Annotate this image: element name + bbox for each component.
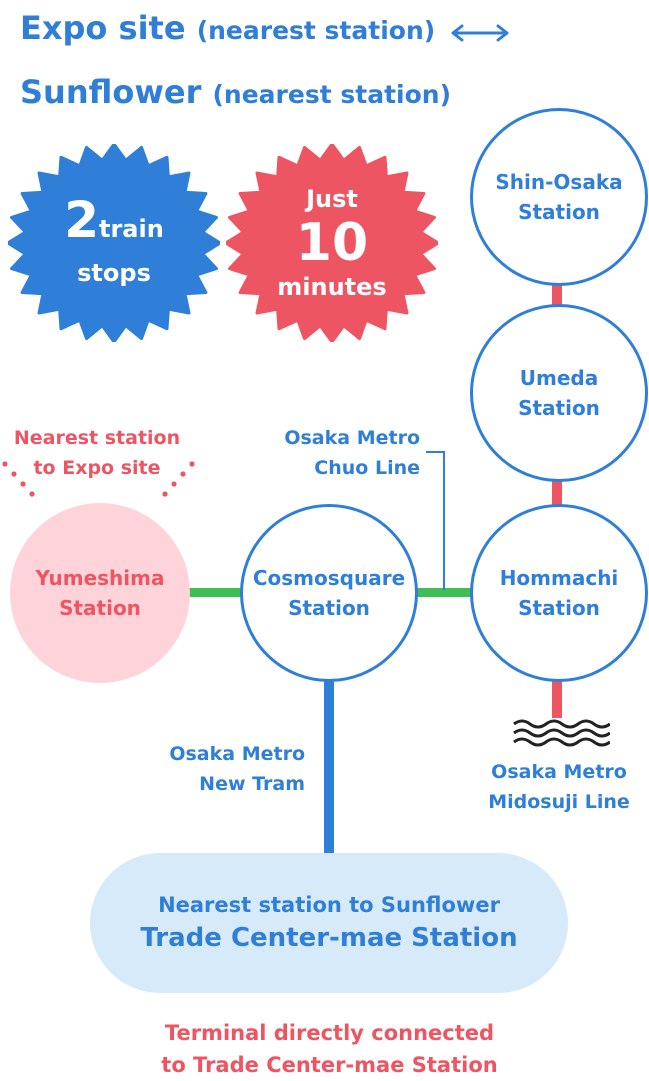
title-sunflower: Sunflower (nearest station): [20, 72, 451, 115]
title-expo-sub: (nearest station): [196, 16, 436, 45]
midosuji-line-label-1: Osaka Metro: [491, 761, 627, 783]
train-stops-number: 2: [64, 191, 99, 249]
cosmosquare-label-1: Cosmosquare: [252, 566, 406, 590]
train-stops-badge: 2train stops: [8, 144, 220, 342]
shin-osaka-label-2: Station: [518, 200, 600, 224]
new-tram-label: Osaka Metro New Tram: [150, 739, 305, 799]
double-arrow-icon: [451, 24, 509, 42]
ten-minutes-text: Just 10 minutes: [277, 183, 386, 303]
midosuji-line-label: Osaka Metro Midosuji Line: [474, 757, 644, 817]
ten-minutes-minutes: minutes: [277, 273, 387, 301]
terminal-note-line2: to Trade Center-mae Station: [161, 1053, 498, 1077]
terminal-subtitle: Nearest station to Sunflower: [158, 893, 500, 917]
trade-center-mae-station: Nearest station to Sunflower Trade Cente…: [90, 853, 568, 993]
blue-starburst-shape: [8, 144, 220, 342]
new-tram-label-2: New Tram: [199, 773, 305, 795]
yumeshima-label-2: Station: [59, 596, 141, 620]
terminal-note-line1: Terminal directly connected: [164, 1021, 495, 1045]
title-sunflower-sub: (nearest station): [212, 80, 452, 109]
chuo-line-label-2: Chuo Line: [314, 457, 420, 479]
midosuji-line-segment-3: [552, 678, 562, 718]
train-stops-text: 2train stops: [64, 195, 164, 290]
new-tram-label-1: Osaka Metro: [169, 743, 305, 765]
nearest-expo-label: Nearest station to Expo site: [0, 423, 194, 483]
title-expo-site: Expo site (nearest station): [20, 8, 435, 51]
midosuji-line-segment-1: [552, 278, 562, 308]
umeda-label-1: Umeda: [519, 366, 599, 390]
water-waves-icon: [513, 719, 610, 747]
nearest-expo-line2: to Expo site: [33, 457, 161, 479]
hommachi-label-2: Station: [518, 596, 600, 620]
train-stops-word2: stops: [77, 259, 151, 287]
hommachi-label-1: Hommachi: [499, 566, 619, 590]
terminal-note: Terminal directly connected to Trade Cen…: [0, 1017, 649, 1081]
ten-minutes-badge: Just 10 minutes: [226, 144, 438, 342]
highlight-dots-icon: [2, 461, 195, 497]
umeda-label-2: Station: [518, 396, 600, 420]
ten-minutes-number: 10: [295, 213, 369, 273]
title-sunflower-main: Sunflower: [20, 73, 202, 111]
yumeshima-label-1: Yumeshima: [35, 566, 165, 590]
new-tram-line: [324, 677, 334, 854]
red-starburst-shape: [226, 144, 438, 342]
train-stops-word: train: [98, 215, 164, 243]
expo-link-line: [186, 588, 244, 597]
chuo-label-connector: [426, 451, 445, 590]
midosuji-line-segment-2: [552, 478, 562, 508]
ten-minutes-just: Just: [306, 185, 358, 213]
midosuji-line-label-2: Midosuji Line: [488, 791, 630, 813]
chuo-line-segment: [414, 588, 474, 597]
terminal-title: Trade Center-mae Station: [140, 923, 518, 953]
title-expo-main: Expo site: [20, 9, 186, 47]
nearest-expo-line1: Nearest station: [13, 427, 181, 449]
chuo-line-label-1: Osaka Metro: [284, 427, 420, 449]
shin-osaka-label-1: Shin-Osaka: [495, 170, 623, 194]
cosmosquare-label-2: Station: [288, 596, 370, 620]
chuo-line-label: Osaka Metro Chuo Line: [270, 423, 420, 483]
